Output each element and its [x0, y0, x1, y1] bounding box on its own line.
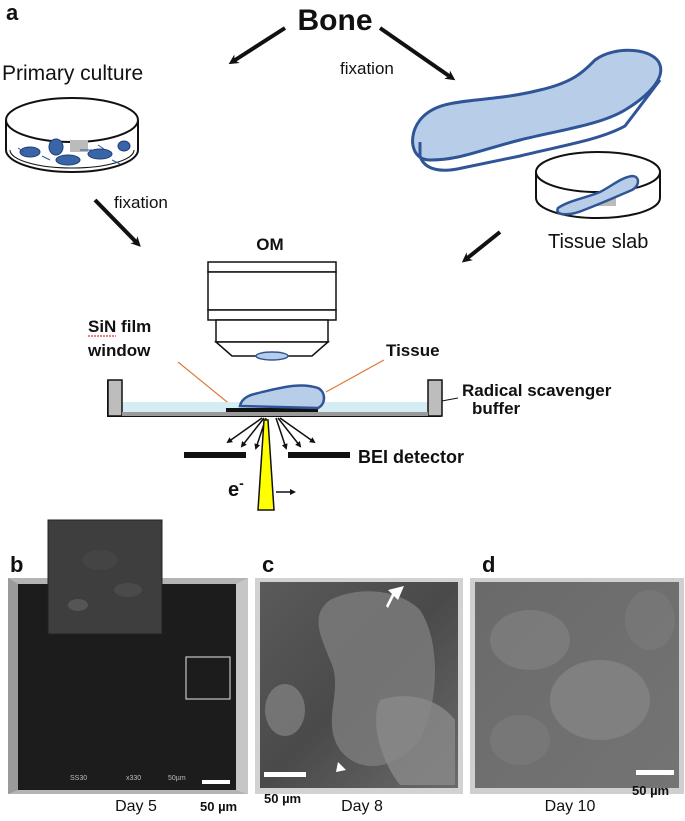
arrow-bone-to-tissue — [378, 26, 456, 81]
caption-day8: Day 8 — [341, 798, 383, 815]
tissue-label: Tissue — [386, 341, 440, 360]
scavenger-label: Radical scavenger — [462, 381, 612, 400]
arrow-indicator-c — [386, 586, 404, 608]
fixation-label-left: fixation — [114, 193, 168, 212]
bei-detector-label: BEI detector — [358, 447, 464, 467]
bone-illustration — [411, 48, 663, 172]
panel-label-d: d — [482, 552, 495, 577]
window-label: window — [87, 341, 151, 360]
primary-culture-label: Primary culture — [2, 62, 143, 85]
sin-film-label: SiN film — [88, 317, 151, 336]
scale-bar-b — [202, 780, 230, 784]
panel-label-a: a — [6, 0, 19, 25]
scale-label-b: 50 µm — [200, 799, 237, 814]
arrow-culture-to-om — [93, 198, 141, 247]
micrograph-d — [470, 578, 684, 794]
tissue-slab-label: Tissue slab — [548, 231, 648, 253]
scale-bar-c — [264, 772, 306, 777]
cell-group — [19, 138, 131, 166]
leader-tissue — [325, 359, 385, 393]
bei-detector-left — [184, 452, 246, 458]
electron-label: e- — [228, 475, 244, 501]
om-label: OM — [256, 235, 283, 254]
optical-microscope-objective — [207, 261, 337, 361]
backscatter-arrows — [226, 417, 316, 450]
panel-label-c: c — [262, 552, 274, 577]
scale-bar-d — [636, 770, 674, 775]
electron-beam — [257, 419, 275, 511]
buffer-label: buffer — [472, 399, 521, 418]
arrow-bone-to-culture — [228, 26, 287, 65]
scale-label-c: 50 µm — [264, 791, 301, 806]
sem-meta-3: 50µm — [168, 775, 186, 782]
sem-meta-2: x330 — [126, 775, 141, 782]
culture-dish — [5, 97, 139, 173]
caption-day5: Day 5 — [115, 798, 157, 815]
arrow-slab-to-om — [461, 230, 502, 263]
sample-chamber — [107, 379, 443, 417]
bone-label: Bone — [298, 4, 373, 37]
tissue-slab-dish — [535, 151, 661, 219]
micrograph-c — [255, 578, 463, 794]
panel-label-b: b — [10, 552, 23, 577]
arrowhead-indicator-c — [336, 762, 346, 772]
scale-label-d: 50 µm — [632, 783, 669, 798]
bei-detector-right — [288, 452, 350, 458]
inset-zoom-b — [47, 519, 163, 635]
caption-day10: Day 10 — [545, 798, 596, 815]
leader-sin — [177, 361, 233, 407]
fixation-label-right: fixation — [340, 59, 394, 78]
sem-meta-1: SS30 — [70, 775, 87, 782]
